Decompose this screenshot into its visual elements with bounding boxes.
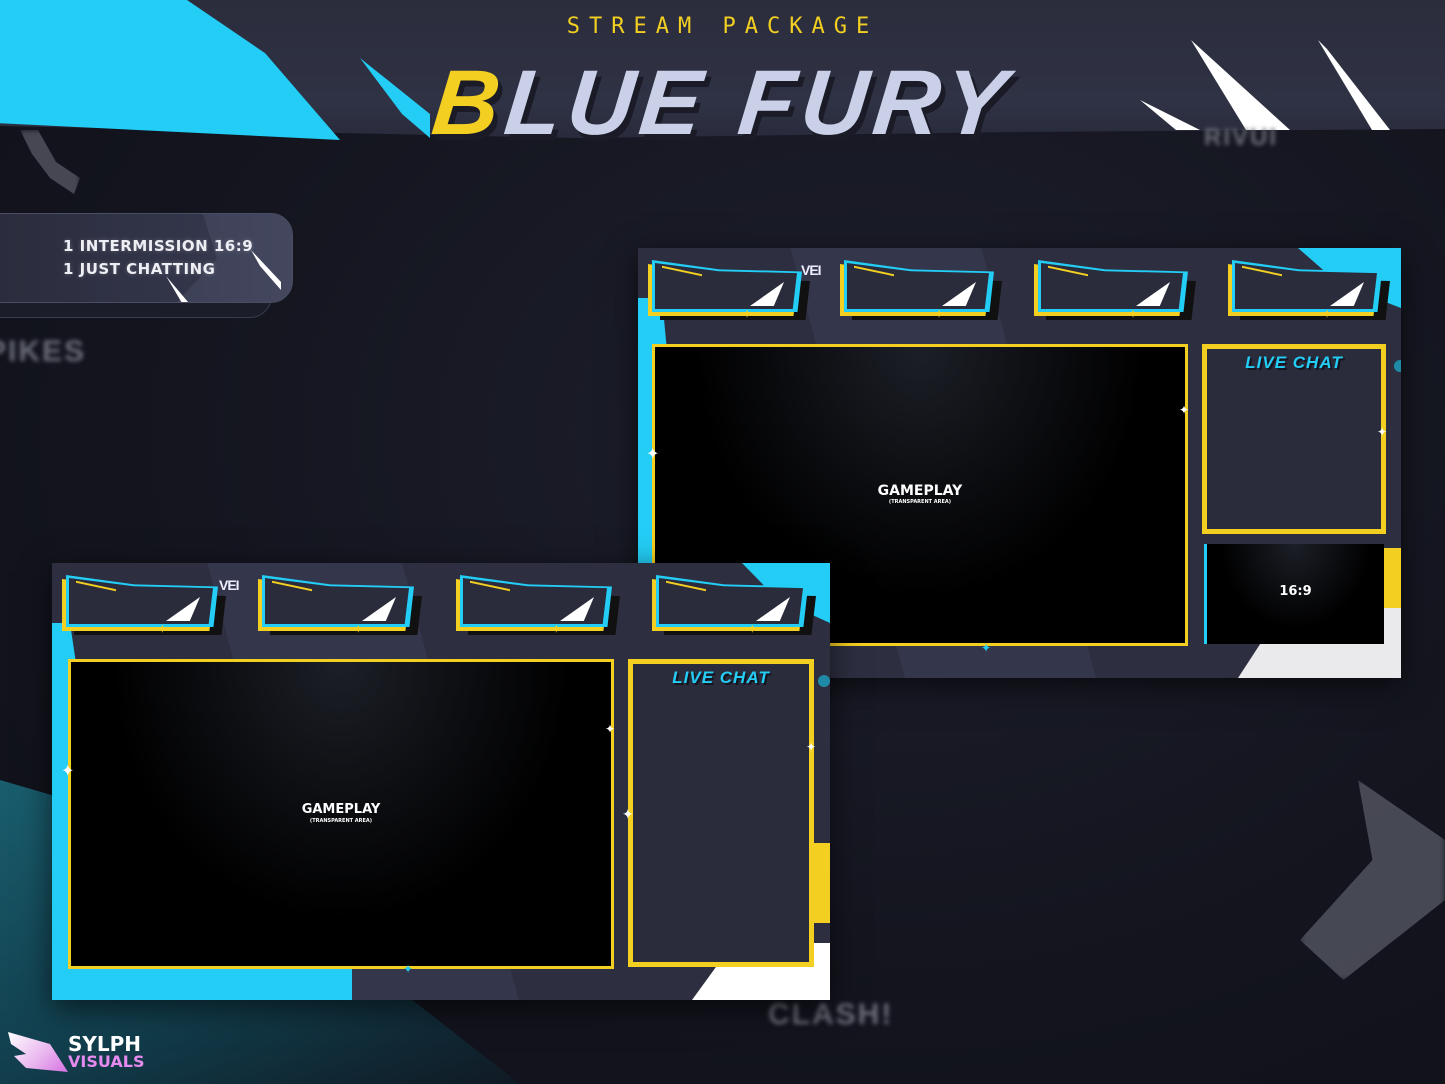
alert-box-2: ✦	[258, 575, 422, 636]
alert-box-3: ✦	[456, 575, 620, 636]
logo-line-2: VISUALS	[68, 1052, 145, 1071]
star-icon: ✦	[157, 622, 168, 636]
pill-texture	[175, 214, 292, 302]
pill-white-slash	[166, 276, 188, 302]
brand-mark: VEI	[219, 577, 240, 593]
gameplay-sublabel: (TRANSPARENT AREA)	[888, 499, 952, 505]
cyan-streak-bottom	[52, 963, 352, 1000]
alert-box-4: ✦	[652, 575, 816, 636]
alert-box-3: ✦	[1034, 260, 1196, 321]
package-title: BLUE FURY	[0, 48, 1445, 158]
brand-mark: VEI	[801, 262, 822, 278]
star-icon: ✦	[551, 622, 562, 636]
alert-box-1: ✦	[648, 260, 810, 321]
webcam-label: 16:9	[1279, 584, 1312, 599]
sparkle-icon: ✦	[1179, 403, 1190, 417]
overlay-just-chatting: ✦ VEI ✦ ✦ ✦ GAMEPLAY (TRANSPARENT AREA) …	[52, 563, 830, 1000]
star-icon: ✦	[747, 622, 758, 636]
bg-label-bottom: CLASH!	[768, 998, 894, 1031]
logo-line-1: SYLPH	[68, 1032, 142, 1056]
alert-box-1: ✦	[62, 575, 226, 636]
gameplay-label: GAMEPLAY	[877, 483, 963, 499]
info-line-intermission: 1 INTERMISSION 16:9	[63, 237, 254, 255]
package-subtitle: STREAM PACKAGE	[566, 14, 879, 39]
live-chat-title: LIVE CHAT	[1245, 353, 1343, 372]
webcam-frame: 16:9	[1204, 544, 1384, 644]
dot-decoration	[818, 675, 830, 687]
sparkle-icon: ✦	[646, 444, 660, 463]
sparkle-icon: ✦	[806, 740, 817, 754]
sparkle-icon: ✦	[1377, 425, 1388, 439]
yellow-streak-right	[812, 843, 830, 923]
star-icon: ✦	[1322, 307, 1333, 321]
title-rest: LUE FURY	[500, 52, 1018, 154]
sparkle-icon: ✦	[61, 761, 75, 780]
bg-streak-right	[1300, 780, 1445, 980]
sparkle-icon: ✦	[605, 722, 616, 736]
star-icon: ✦	[742, 307, 753, 321]
star-icon: ✦	[1128, 307, 1139, 321]
live-chat-panel: LIVE CHAT	[1202, 344, 1386, 534]
dot-decoration	[1394, 360, 1401, 372]
info-line-just-chatting: 1 JUST CHATTING	[63, 260, 216, 278]
live-chat-title: LIVE CHAT	[672, 668, 770, 687]
live-chat-panel: LIVE CHAT	[628, 659, 814, 967]
info-pill: 1 INTERMISSION 16:9 1 JUST CHATTING	[0, 213, 293, 303]
gameplay-area: GAMEPLAY (TRANSPARENT AREA)	[68, 659, 614, 969]
sparkle-icon: ✦	[622, 807, 634, 823]
sparkle-icon: ✦	[403, 962, 414, 976]
gameplay-label: GAMEPLAY	[301, 802, 381, 817]
star-icon: ✦	[353, 622, 364, 636]
bg-label-top-right: RIVUI	[1204, 124, 1279, 151]
sparkle-icon: ✦	[981, 641, 992, 655]
title-first-letter: B	[427, 52, 511, 154]
gameplay-sublabel: (TRANSPARENT AREA)	[309, 818, 373, 824]
bg-label-left: PIKES	[0, 335, 87, 368]
alert-box-4: ✦	[1228, 260, 1390, 321]
star-icon: ✦	[934, 307, 945, 321]
alert-box-2: ✦	[840, 260, 1002, 321]
